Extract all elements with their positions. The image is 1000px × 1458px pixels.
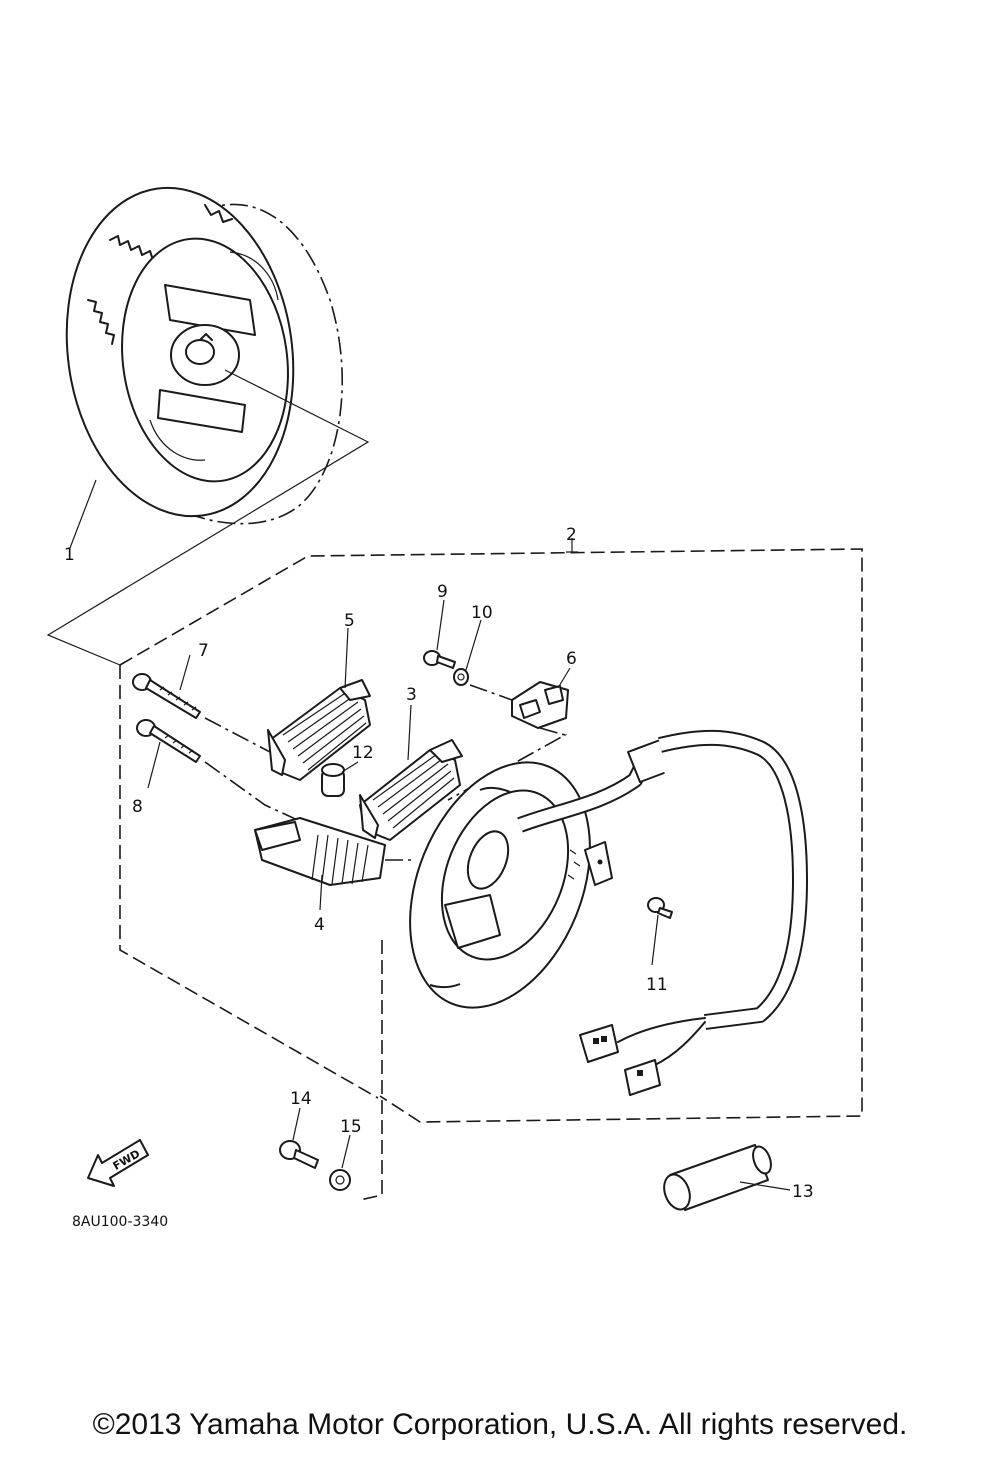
callout-12: 12 — [352, 743, 374, 763]
callout-4: 4 — [314, 915, 325, 935]
callout-8: 8 — [132, 797, 143, 817]
flywheel-rotor[interactable] — [46, 173, 370, 666]
pulser-coil-4[interactable] — [254, 817, 412, 911]
wire-harness[interactable] — [517, 729, 808, 1096]
coil-5[interactable] — [267, 627, 371, 781]
bolt-8[interactable] — [136, 719, 331, 836]
washer-15[interactable] — [329, 1134, 351, 1191]
coil-3[interactable] — [359, 704, 463, 841]
callout-10: 10 — [471, 603, 493, 623]
collar-12[interactable] — [321, 761, 359, 797]
callout-15: 15 — [340, 1117, 362, 1137]
callout-5: 5 — [344, 611, 355, 631]
callout-14: 14 — [290, 1089, 312, 1109]
callout-2: 2 — [566, 525, 577, 545]
tool-13[interactable] — [660, 1144, 791, 1213]
callout-11: 11 — [646, 975, 668, 995]
callout-7: 7 — [198, 641, 209, 661]
drawing-code: 8AU100-3340 — [72, 1214, 168, 1230]
callout-6: 6 — [566, 649, 577, 669]
bolt-14[interactable] — [279, 1107, 319, 1169]
callout-1: 1 — [64, 545, 75, 565]
copyright-notice: ©2013 Yamaha Motor Corporation, U.S.A. A… — [92, 1408, 908, 1441]
stator-assembly-outline — [119, 538, 863, 1201]
fwd-arrow-icon: FWD — [87, 1139, 149, 1187]
screw-9[interactable] — [423, 599, 456, 669]
bolt-7[interactable] — [132, 654, 271, 753]
callout-9: 9 — [437, 582, 448, 602]
washer-10[interactable] — [453, 619, 513, 701]
screw-11[interactable] — [647, 897, 673, 966]
neutral-switch-6[interactable] — [447, 667, 571, 801]
callout-13: 13 — [792, 1182, 814, 1202]
callout-3: 3 — [406, 685, 417, 705]
